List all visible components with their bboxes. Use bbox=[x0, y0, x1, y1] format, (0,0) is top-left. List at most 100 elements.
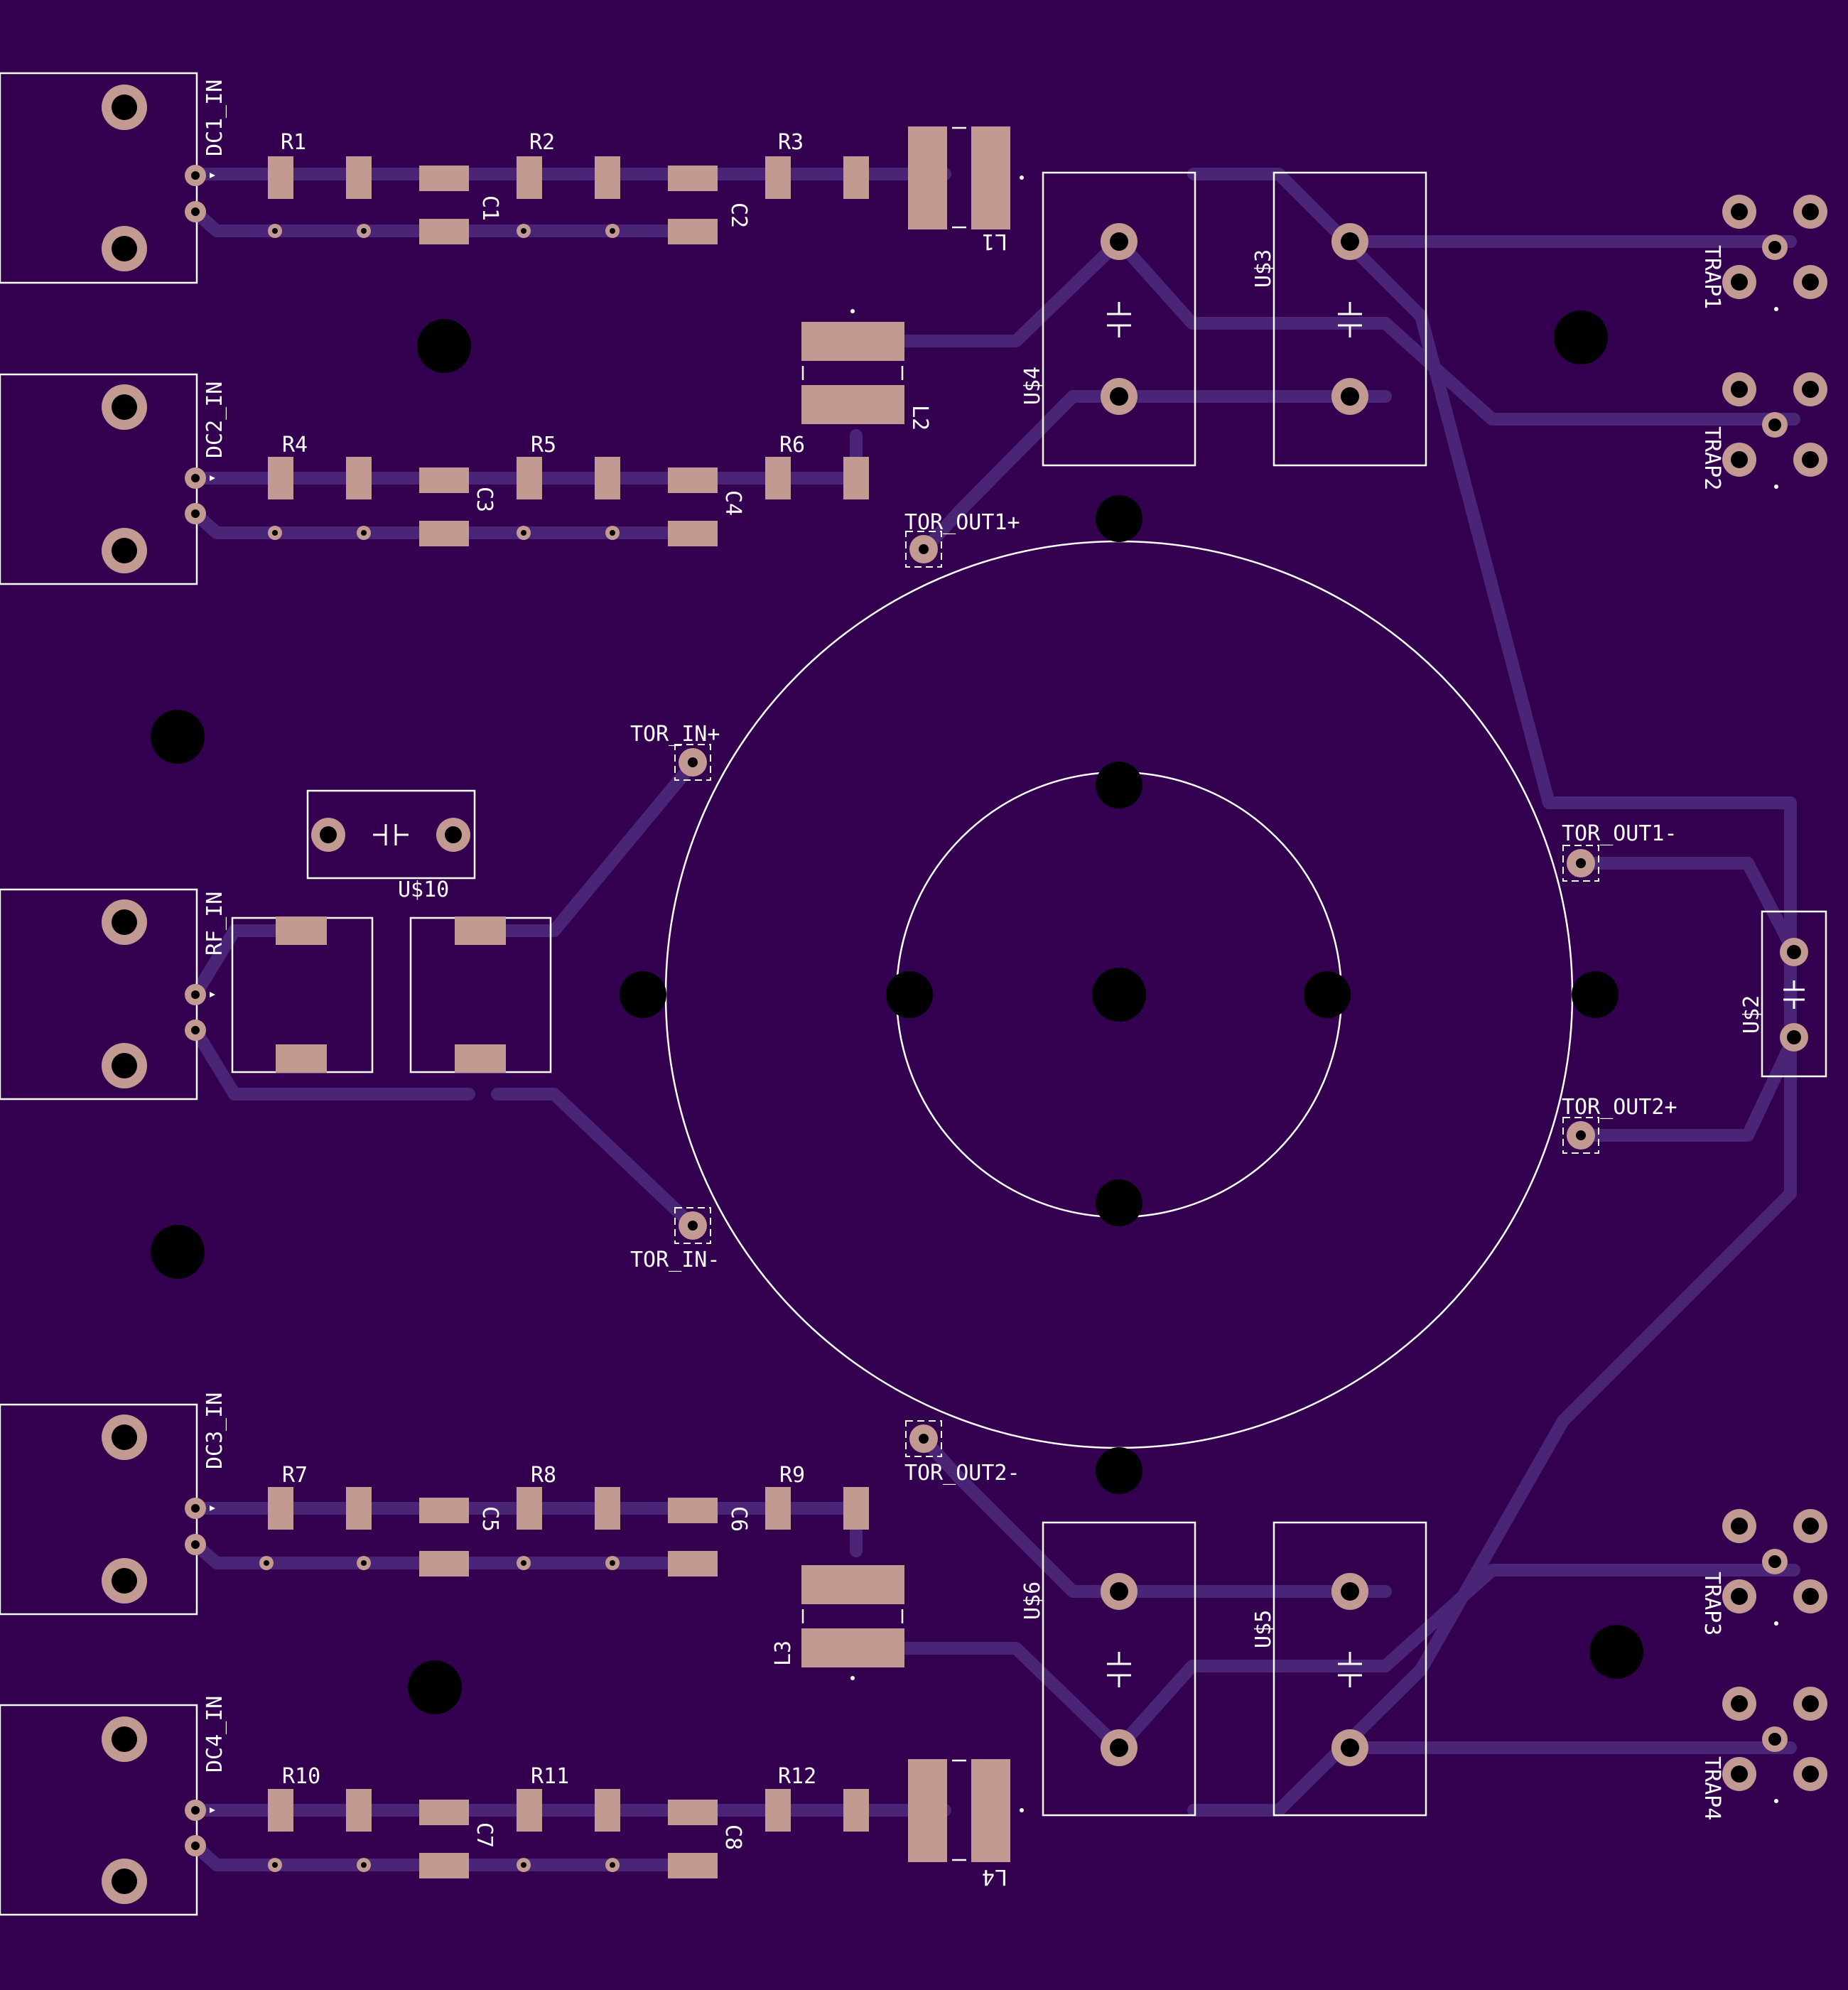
module-u6[interactable]: U$6 bbox=[1020, 1521, 1196, 1817]
label-tor-in-plus: TOR_IN+ bbox=[630, 722, 720, 747]
inductor-l1[interactable]: L1 bbox=[908, 126, 1024, 254]
via-drill bbox=[610, 228, 615, 234]
mount-hole bbox=[886, 971, 933, 1018]
resistor-r8[interactable]: R8 bbox=[517, 1463, 620, 1530]
module-drill bbox=[1787, 945, 1801, 959]
via-drill bbox=[521, 228, 526, 234]
label-l3: L3 bbox=[771, 1640, 796, 1666]
smd-pad bbox=[419, 467, 469, 493]
label-tor-out1-plus: TOR_OUT1+ bbox=[904, 510, 1020, 535]
resistor-r6[interactable]: R6 bbox=[765, 433, 869, 499]
mount-hole bbox=[1304, 971, 1351, 1018]
pin-outline bbox=[1562, 845, 1599, 882]
trap1-header[interactable]: TRAP1 bbox=[1700, 195, 1827, 311]
connector-dc1[interactable]: DC1_IN bbox=[0, 72, 227, 284]
pin1-dot bbox=[1774, 1799, 1778, 1803]
inductor-l2[interactable]: L2 bbox=[801, 309, 932, 431]
connector-drill bbox=[112, 236, 137, 261]
connector-drill bbox=[112, 1053, 137, 1078]
label-l2: L2 bbox=[907, 405, 932, 431]
header-drill bbox=[1768, 241, 1781, 254]
header-drill bbox=[1731, 1765, 1748, 1783]
module-u5[interactable]: U$5 bbox=[1251, 1521, 1427, 1817]
pin1-dot bbox=[850, 1676, 855, 1680]
resistor-r3[interactable]: R3 bbox=[765, 130, 869, 199]
trap4-header[interactable]: TRAP4 bbox=[1700, 1687, 1827, 1820]
module-drill bbox=[1341, 387, 1359, 406]
mount-hole bbox=[1096, 1447, 1142, 1494]
trap2-header[interactable]: TRAP2 bbox=[1700, 372, 1827, 490]
pin-outline bbox=[905, 1420, 942, 1457]
center-mount-hole bbox=[1092, 968, 1146, 1022]
connector-dc2[interactable]: DC2_IN bbox=[0, 373, 227, 585]
label-tor-out2-plus: TOR_OUT2+ bbox=[1562, 1095, 1677, 1120]
capacitor-c1[interactable]: C1 bbox=[419, 166, 502, 244]
smd-pad bbox=[765, 1789, 791, 1832]
capacitor-c6[interactable]: C6 bbox=[668, 1498, 751, 1577]
pin-outline bbox=[674, 744, 711, 781]
label-dc1-in: DC1_IN bbox=[202, 80, 227, 156]
resistor-r9[interactable]: R9 bbox=[765, 1463, 869, 1530]
resistor-r4[interactable]: R4 bbox=[268, 433, 372, 499]
trace-tor-out1m-u2 bbox=[1574, 857, 1800, 958]
resistor-r12[interactable]: R12 bbox=[765, 1764, 869, 1832]
pin1-dot bbox=[1774, 1621, 1778, 1626]
smd-pad bbox=[765, 1487, 791, 1530]
smd-pad bbox=[346, 1487, 372, 1530]
label-l1: L1 bbox=[982, 229, 1007, 254]
resistor-r10[interactable]: R10 bbox=[268, 1764, 372, 1832]
tor-pin-out1-plus[interactable]: TOR_OUT1+ bbox=[904, 510, 1020, 568]
module-u3[interactable]: U$3 bbox=[1251, 171, 1427, 467]
module-u4[interactable]: U$4 bbox=[1020, 171, 1196, 467]
capacitor-c4[interactable]: C4 bbox=[668, 467, 745, 546]
capacitor-c5[interactable]: C5 bbox=[419, 1498, 502, 1577]
connector-drill bbox=[112, 538, 137, 563]
label-u10: U$10 bbox=[398, 877, 449, 902]
resistor-r5[interactable]: R5 bbox=[517, 433, 620, 499]
smd-pad bbox=[668, 1551, 718, 1577]
capacitor-c8[interactable]: C8 bbox=[668, 1800, 745, 1878]
module-u2[interactable]: U$2 bbox=[1739, 910, 1827, 1078]
label-dc3-in: DC3_IN bbox=[202, 1393, 227, 1469]
capacitor-c7[interactable]: C7 bbox=[419, 1800, 497, 1878]
smd-pad bbox=[517, 1487, 542, 1530]
tor-pin-out1-minus[interactable]: TOR_OUT1- bbox=[1562, 821, 1677, 882]
capacitor-c3[interactable]: C3 bbox=[419, 467, 497, 546]
label-trap3: TRAP3 bbox=[1700, 1572, 1724, 1635]
label-c3: C3 bbox=[472, 487, 497, 512]
via-drill bbox=[272, 1862, 278, 1868]
smd-pad bbox=[668, 166, 718, 191]
module-u10[interactable]: U$10 bbox=[306, 789, 476, 902]
label-r6: R6 bbox=[779, 433, 805, 458]
resistor-r2[interactable]: R2 bbox=[517, 130, 620, 199]
connector-dc3[interactable]: DC3_IN bbox=[0, 1393, 227, 1616]
resistor-r11[interactable]: R11 bbox=[517, 1764, 620, 1832]
tor-pin-in-minus[interactable]: TOR_IN- bbox=[630, 1207, 720, 1272]
mount-hole bbox=[1589, 1625, 1643, 1679]
header-drill bbox=[1768, 418, 1781, 431]
smd-pad bbox=[765, 457, 791, 499]
smd-pad bbox=[276, 916, 327, 945]
tor-pin-out2-plus[interactable]: TOR_OUT2+ bbox=[1562, 1095, 1677, 1154]
rf-smd-right[interactable] bbox=[409, 916, 552, 1074]
module-drill bbox=[1110, 1582, 1128, 1601]
connector-dc4[interactable]: DC4_IN bbox=[0, 1696, 227, 1916]
inductor-l4[interactable]: L4 bbox=[908, 1759, 1024, 1889]
inductor-l3[interactable]: L3 bbox=[771, 1565, 904, 1680]
rf-smd-left[interactable] bbox=[231, 916, 374, 1074]
pin1-dot bbox=[1774, 307, 1778, 311]
header-drill bbox=[1802, 381, 1819, 398]
trap3-header[interactable]: TRAP3 bbox=[1700, 1509, 1827, 1635]
connector-rf[interactable]: RF_IN bbox=[0, 888, 227, 1101]
module-drill bbox=[1341, 1738, 1359, 1757]
module-drill bbox=[1341, 232, 1359, 251]
module-drill bbox=[320, 826, 337, 843]
resistor-r1[interactable]: R1 bbox=[268, 130, 372, 199]
resistor-r7[interactable]: R7 bbox=[268, 1463, 372, 1530]
tor-pin-out2-minus[interactable]: TOR_OUT2- bbox=[904, 1420, 1020, 1486]
connector-drill bbox=[112, 1424, 137, 1450]
tor-pin-in-plus[interactable]: TOR_IN+ bbox=[630, 722, 720, 781]
label-r2: R2 bbox=[529, 130, 555, 155]
capacitor-c2[interactable]: C2 bbox=[668, 166, 751, 244]
